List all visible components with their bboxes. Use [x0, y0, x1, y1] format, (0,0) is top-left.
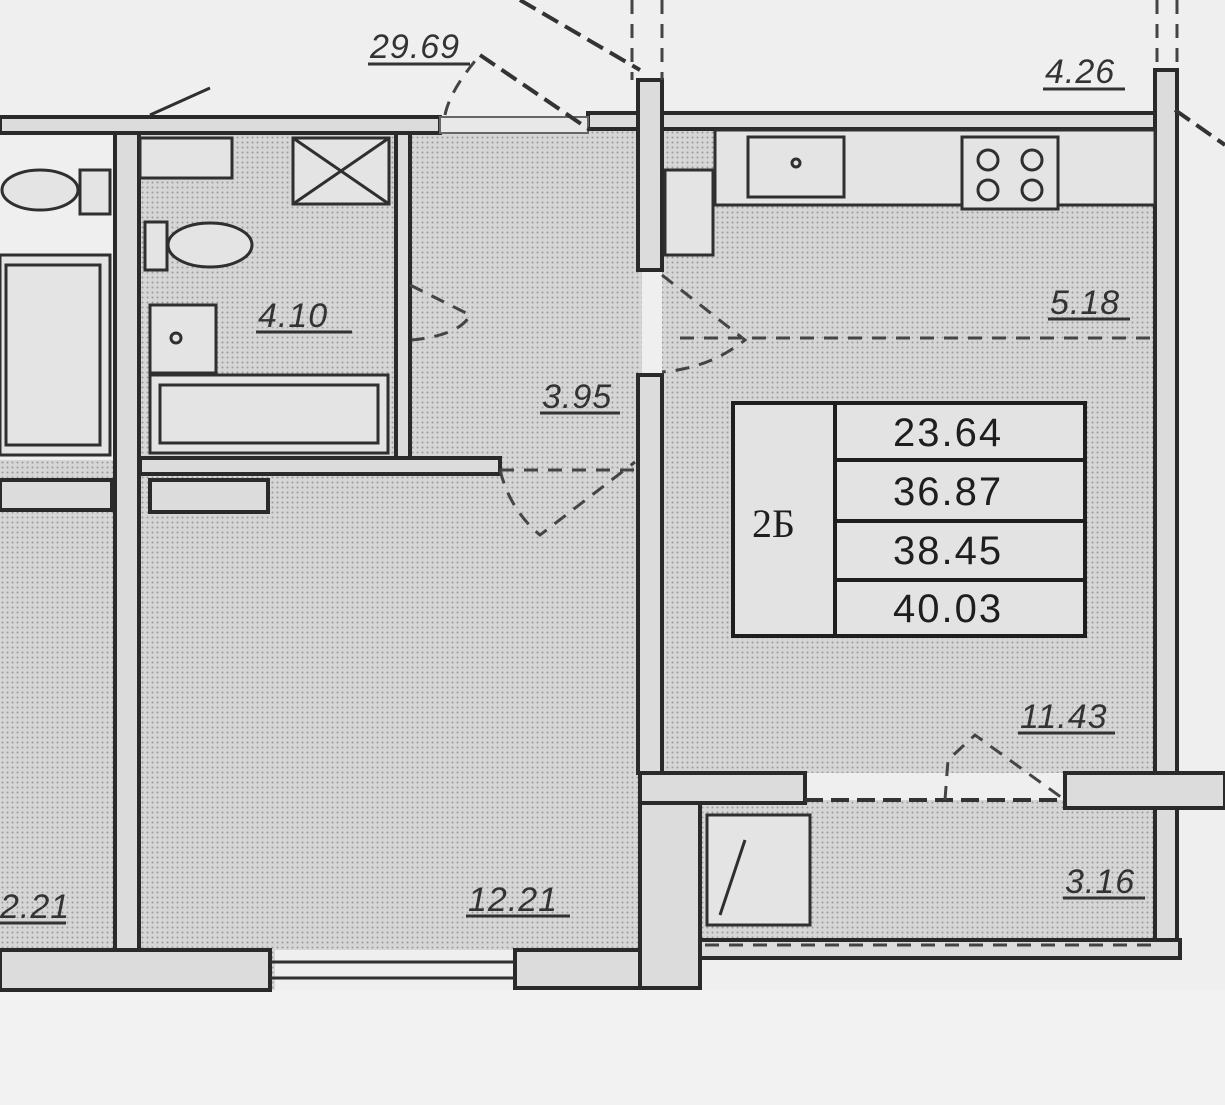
bedroom-door-arc	[498, 460, 636, 537]
neighbor-toilet	[0, 168, 80, 212]
kitchen-sink-icon	[746, 135, 846, 199]
exterior-lines	[149, 0, 1225, 147]
neighbor-floor	[0, 460, 115, 950]
kitchen-sink-drain	[790, 157, 802, 169]
bath-door-arc	[409, 283, 473, 342]
doors	[409, 54, 1150, 802]
room-labels: 29.69 4.26 4.10 3.95 5.18 11.43 12.21 2.…	[0, 28, 1145, 926]
left-partition	[113, 131, 141, 952]
bedroom-floor	[140, 470, 640, 950]
label-neighbor: 2.21	[0, 888, 70, 926]
label-kitchen: 5.18	[1050, 284, 1120, 322]
area-value-3: 38.45	[893, 529, 1003, 573]
top-opening	[439, 116, 589, 134]
label-bathroom: 4.10	[258, 297, 328, 335]
kitchen-fixtures	[663, 128, 1157, 927]
area-table: 2Б 23.64 36.87 38.45 40.03	[731, 401, 1087, 638]
bottom-wall-left	[0, 948, 272, 992]
label-top-right: 4.26	[1045, 53, 1115, 91]
top-wall-left	[0, 115, 442, 135]
shaft-cross-2	[292, 136, 390, 206]
label-balcony: 3.16	[1065, 863, 1135, 901]
apartment-code: 2Б	[752, 501, 795, 546]
bottom-wall-mid	[513, 948, 642, 990]
burner-3	[976, 178, 1000, 202]
bath-hall-bottom-wall	[138, 456, 502, 476]
kitchen-door-arc	[661, 273, 748, 374]
burner-1	[976, 148, 1000, 172]
toilet-icon	[166, 221, 254, 269]
area-value-2: 36.87	[893, 470, 1003, 514]
bottom-wall-right	[698, 938, 1182, 960]
center-wall-lower	[636, 373, 664, 775]
neighbor-toilet-tank	[78, 168, 112, 216]
area-value-1: 23.64	[893, 411, 1003, 455]
shaft-small	[138, 136, 234, 180]
bathroom-fixtures	[0, 136, 391, 457]
label-hallway: 3.95	[542, 378, 612, 416]
center-wall-upper	[636, 78, 664, 272]
right-outer-wall	[1153, 68, 1179, 960]
label-living: 11.43	[1020, 698, 1108, 736]
balcony-cabinet-diag	[718, 839, 747, 916]
balcony-side-wall	[638, 801, 702, 990]
bath-bottom-strip	[148, 478, 270, 514]
boiler-box	[663, 168, 715, 257]
sink-icon	[148, 303, 218, 375]
balcony-door-arc	[943, 733, 1066, 802]
stove-icon	[960, 135, 1060, 211]
neighbor-bathtub	[0, 253, 112, 457]
balcony-left-wall	[638, 771, 807, 805]
area-value-4: 40.03	[893, 587, 1003, 631]
diag-line-1	[478, 53, 592, 132]
bath-partition	[394, 131, 412, 460]
label-top-left: 29.69	[369, 28, 460, 66]
bathtub-inner	[158, 383, 380, 445]
toilet-tank	[143, 220, 169, 272]
balcony-right-wall	[1063, 771, 1225, 810]
neighbor-bottom-strip	[0, 478, 114, 512]
right-diag	[1173, 108, 1225, 147]
openings	[270, 116, 1155, 980]
label-bedroom: 12.21	[468, 881, 558, 919]
diag-line-2	[518, 0, 642, 72]
burner-4	[1020, 178, 1044, 202]
entry-line	[149, 86, 211, 117]
neighbor-bathtub-inner	[4, 263, 102, 447]
bathtub-icon	[148, 373, 390, 455]
top-wall-right	[586, 111, 1175, 131]
entry-door-arc	[443, 54, 482, 116]
sink-drain	[169, 331, 183, 345]
burner-2	[1020, 148, 1044, 172]
